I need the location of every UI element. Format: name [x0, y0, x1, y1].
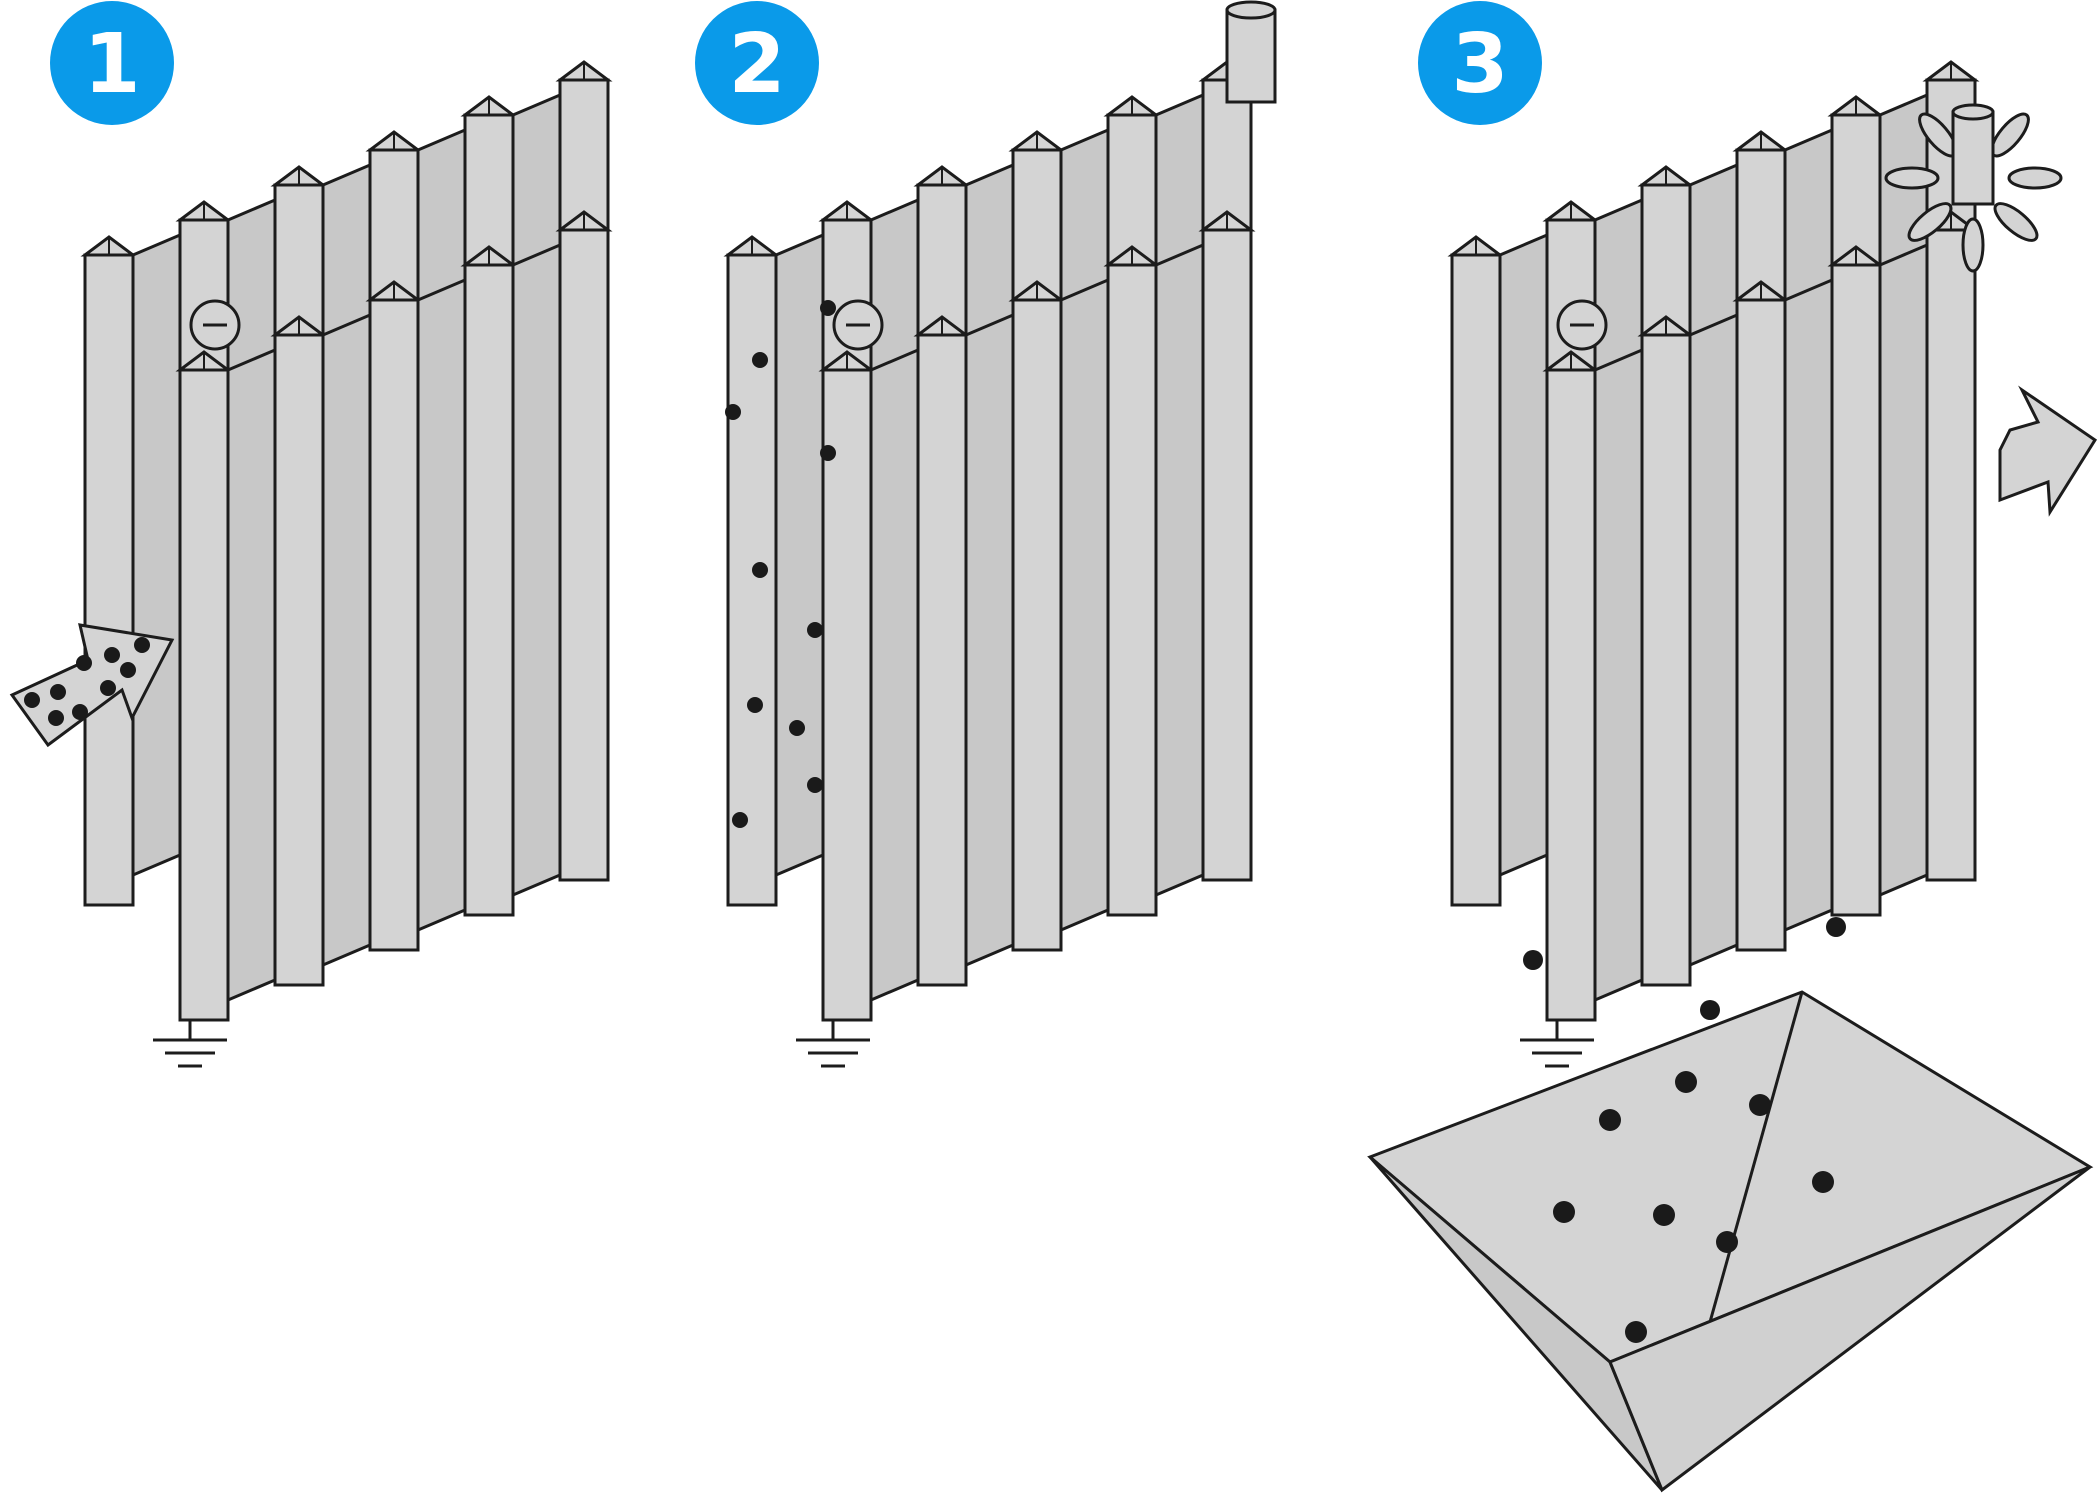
step-2-number: 2 [728, 17, 785, 112]
rapper-cylinder-icon [1225, 0, 1277, 104]
step-3-panel [1452, 62, 1975, 1066]
dust-particles [24, 637, 150, 726]
dust-hopper-icon [1367, 990, 2094, 1493]
step-2-panel [728, 62, 1251, 1066]
step-1-badge: 1 [50, 1, 174, 125]
step-1-number: 1 [83, 17, 140, 112]
gas-outlet-arrow-icon [1998, 385, 2098, 517]
step-3-badge: 3 [1418, 1, 1542, 125]
step-2-badge: 2 [695, 1, 819, 125]
collected-particles [725, 300, 836, 828]
vibrating-rapper-icon [1884, 103, 2063, 273]
falling-particles [1523, 917, 1846, 1020]
gas-inlet-arrow-icon [9, 623, 175, 748]
step-1-panel [85, 62, 608, 1066]
step-3-number: 3 [1451, 17, 1508, 112]
hopper-particles [1553, 1071, 1834, 1343]
